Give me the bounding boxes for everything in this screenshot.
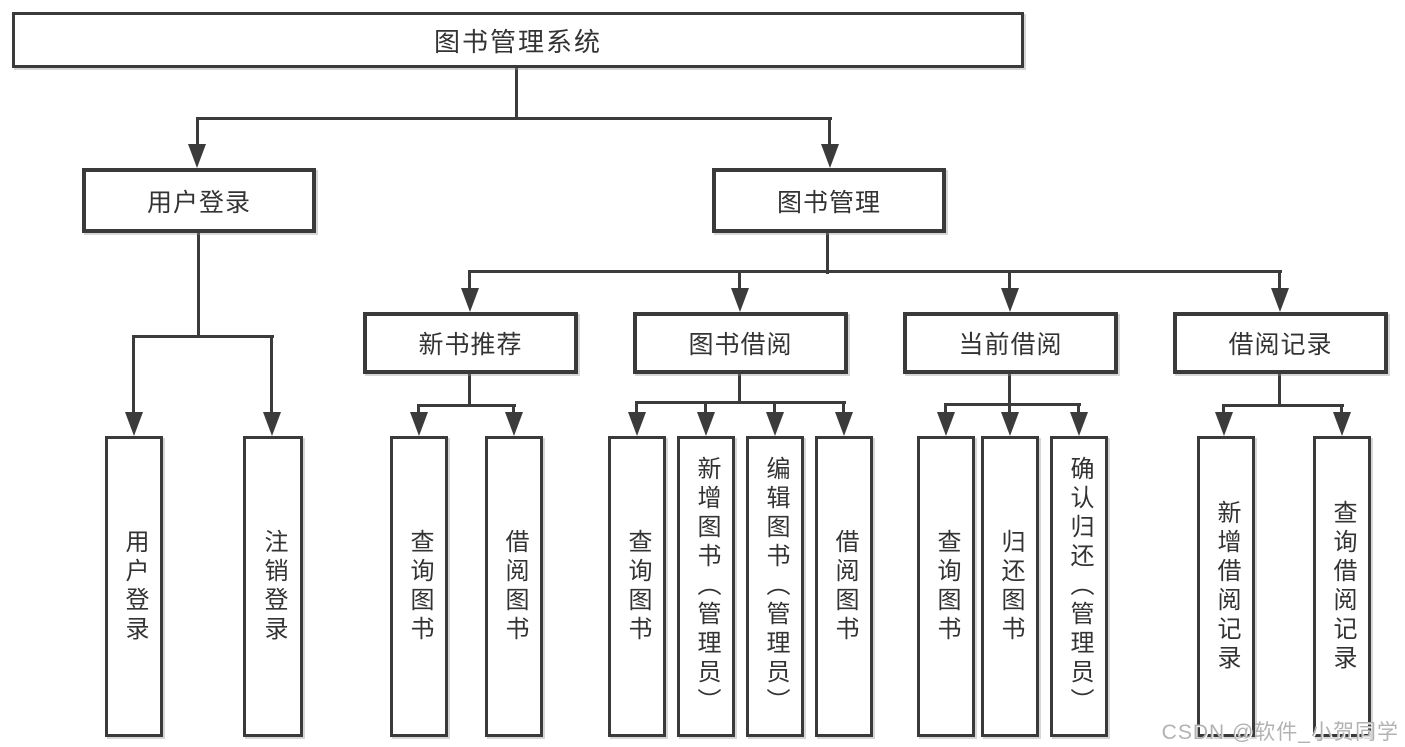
node-label: 确认归还（管理员） [1066, 456, 1093, 717]
leaf-logout: 注销登录 [243, 436, 303, 737]
connector-vline [1008, 374, 1011, 406]
node-label: 图书管理 [776, 188, 881, 217]
node-label: 用户登录 [146, 188, 251, 217]
arrowhead-down-icon [461, 288, 479, 312]
connector-vline [635, 401, 638, 415]
arrowhead-down-icon [1001, 288, 1019, 312]
leaf-add-borrow-record: 新增借阅记录 [1197, 436, 1255, 737]
connector-vline [1077, 403, 1080, 415]
arrowhead-down-icon [263, 412, 281, 436]
connector-vline [1222, 404, 1225, 415]
node-label: 注销登录 [260, 528, 287, 645]
connector-vline [944, 403, 947, 415]
connector-vline [1008, 270, 1011, 292]
leaf-add-books-admin: 新增图书（管理员） [677, 436, 735, 737]
connector-hline [132, 335, 274, 338]
connector-hline [196, 117, 832, 120]
node-new-book-recommend: 新书推荐 [363, 312, 578, 374]
connector-vline [1278, 374, 1281, 407]
node-label: 查询图书 [406, 528, 433, 645]
connector-hline [417, 404, 516, 407]
arrowhead-down-icon [766, 412, 784, 436]
node-label: 新增图书（管理员） [693, 456, 720, 717]
leaf-query-borrow-record: 查询借阅记录 [1313, 436, 1371, 737]
arrowhead-down-icon [1001, 412, 1019, 436]
node-label: 用户登录 [121, 528, 148, 645]
node-label: 借阅记录 [1228, 331, 1333, 359]
connector-vline [197, 233, 200, 337]
connector-vline [1278, 270, 1281, 292]
node-label: 归还图书 [997, 528, 1024, 645]
node-borrowing-records: 借阅记录 [1173, 312, 1388, 374]
node-label: 新增借阅记录 [1213, 499, 1240, 674]
connector-hline [944, 403, 1081, 406]
connector-vline [738, 374, 741, 404]
node-book-management: 图书管理 [712, 168, 946, 233]
node-label: 借阅图书 [831, 528, 858, 645]
arrowhead-down-icon [731, 288, 749, 312]
arrowhead-down-icon [1333, 412, 1351, 436]
arrowhead-down-icon [937, 412, 955, 436]
connector-vline [1008, 403, 1011, 415]
leaf-query-books-borrowing: 查询图书 [608, 436, 666, 737]
leaf-borrow-books-borrowing: 借阅图书 [815, 436, 873, 737]
connector-vline [468, 374, 471, 407]
connector-vline [828, 117, 831, 147]
arrowhead-down-icon [1070, 412, 1088, 436]
connector-vline [270, 335, 273, 415]
arrowhead-down-icon [821, 144, 839, 168]
leaf-confirm-return-admin: 确认归还（管理员） [1050, 436, 1108, 737]
connector-hline [468, 270, 1282, 273]
connector-vline [1340, 404, 1343, 415]
connector-vline [512, 404, 515, 415]
node-label: 当前借阅 [958, 331, 1063, 359]
arrowhead-down-icon [835, 412, 853, 436]
node-label: 图书借阅 [688, 331, 793, 359]
connector-vline [826, 233, 829, 274]
node-label: 编辑图书（管理员） [762, 456, 789, 717]
connector-vline [132, 335, 135, 415]
leaf-user-login: 用户登录 [105, 436, 163, 737]
leaf-borrow-books-recommend: 借阅图书 [485, 436, 543, 737]
arrowhead-down-icon [1271, 288, 1289, 312]
connector-vline [417, 404, 420, 415]
connector-vline [738, 270, 741, 292]
node-label: 查询图书 [933, 528, 960, 645]
leaf-query-books-current: 查询图书 [917, 436, 975, 737]
arrowhead-down-icon [697, 412, 715, 436]
connector-vline [196, 117, 199, 147]
connector-vline [704, 401, 707, 415]
leaf-return-books: 归还图书 [981, 436, 1039, 737]
node-label: 查询图书 [624, 528, 651, 645]
csdn-watermark: CSDN @软件_小贺同学 [1161, 721, 1399, 744]
node-label: 借阅图书 [501, 528, 528, 645]
connector-hline [635, 401, 846, 404]
leaf-edit-books-admin: 编辑图书（管理员） [746, 436, 804, 737]
connector-vline [773, 401, 776, 415]
connector-vline [515, 67, 518, 120]
connector-hline [1222, 404, 1344, 407]
node-user-login: 用户登录 [82, 168, 316, 233]
arrowhead-down-icon [188, 144, 206, 168]
node-book-borrowing: 图书借阅 [633, 312, 848, 374]
node-label: 查询借阅记录 [1329, 499, 1356, 674]
arrowhead-down-icon [505, 412, 523, 436]
arrowhead-down-icon [410, 412, 428, 436]
arrowhead-down-icon [1215, 412, 1233, 436]
arrowhead-down-icon [628, 412, 646, 436]
arrowhead-down-icon [125, 412, 143, 436]
node-label: 图书管理系统 [433, 26, 602, 57]
node-current-borrowing: 当前借阅 [903, 312, 1118, 374]
connector-vline [842, 401, 845, 415]
leaf-query-books-recommend: 查询图书 [390, 436, 448, 737]
connector-vline [468, 270, 471, 292]
node-label: 新书推荐 [418, 331, 523, 359]
node-book-management-system: 图书管理系统 [12, 12, 1024, 68]
